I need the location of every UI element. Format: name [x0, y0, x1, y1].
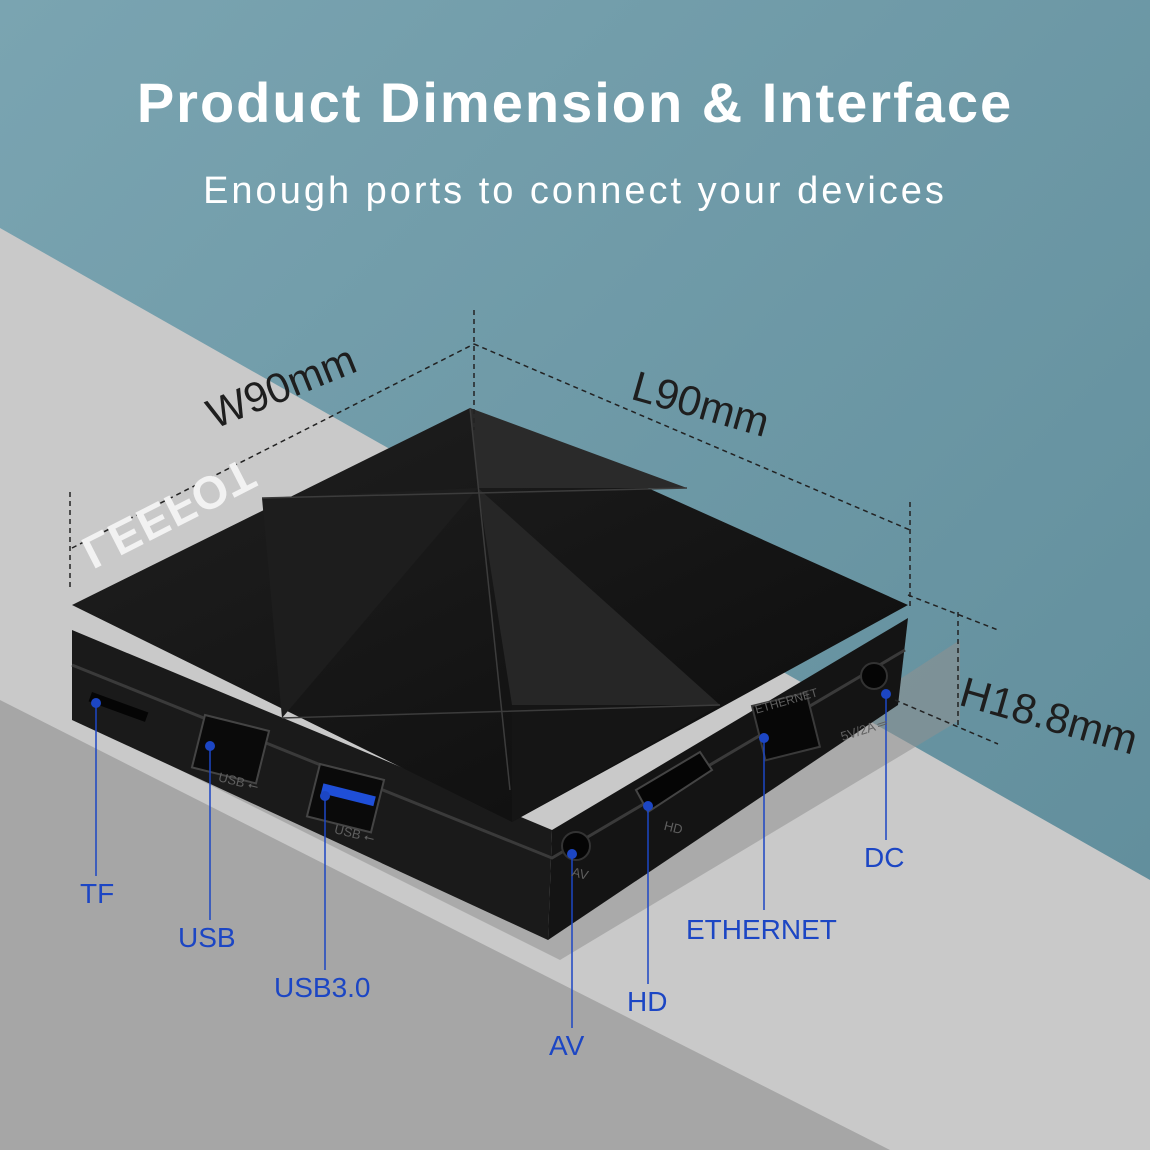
dimension-guides — [69, 310, 999, 745]
port-label-av: AV — [549, 1030, 585, 1061]
usb-port — [190, 713, 271, 785]
port-label-ethernet: ETHERNET — [686, 914, 837, 945]
ethernet-port — [750, 691, 822, 762]
usb3-port-tongue — [320, 783, 376, 807]
dc-jack — [860, 662, 888, 690]
port-label-usb3: USB3.0 — [274, 972, 371, 1003]
port-label-usb: USB — [178, 922, 236, 953]
device-top-facet-1 — [470, 408, 687, 488]
leader-lines — [95, 694, 887, 1028]
leader-dots — [91, 689, 891, 859]
device-top-facet-4 — [512, 705, 720, 822]
device-top-facet-2 — [262, 488, 478, 718]
page-title: Product Dimension & Interface — [136, 71, 1014, 134]
port-label-dc: DC — [864, 842, 905, 873]
page-subtitle: Enough ports to connect your devices — [203, 170, 947, 212]
port-label-hd: HD — [627, 986, 668, 1017]
device-side-right — [548, 618, 908, 940]
device-side-left — [72, 630, 552, 940]
port-label-tf: TF — [80, 878, 115, 909]
device-top-facet-3 — [478, 488, 720, 705]
device-top-highlight — [261, 407, 721, 791]
tf-slot — [88, 691, 149, 722]
background-floor-shade — [0, 700, 890, 1150]
